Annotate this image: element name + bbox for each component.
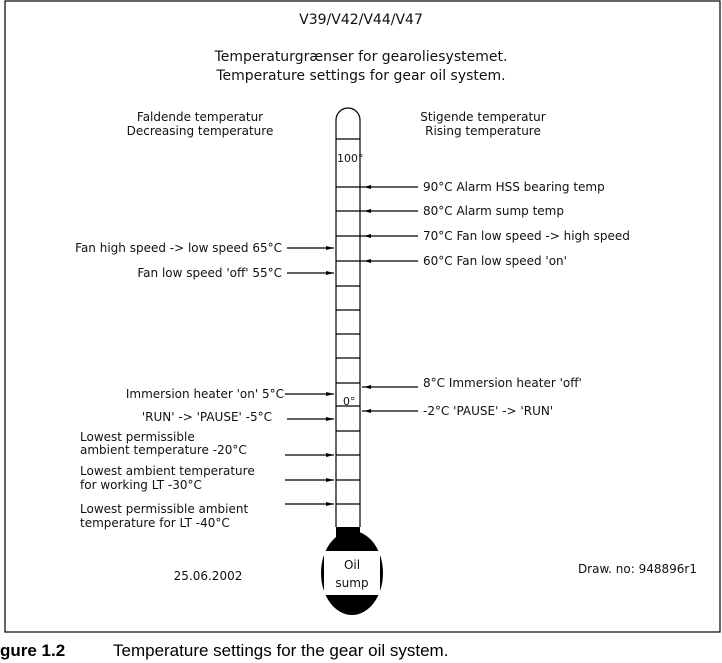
left-heading-danish: Faldende temperatur	[137, 110, 263, 124]
rising-item-8: 8°C Immersion heater 'off'	[362, 376, 582, 390]
drawing-number: Draw. no: 948896r1	[578, 562, 697, 576]
svg-text:Immersion heater 'on' 5°C: Immersion heater 'on' 5°C	[126, 387, 284, 401]
oil-sump-label-2: sump	[335, 576, 368, 590]
diagram-frame	[4, 0, 721, 633]
model-title: V39/V42/V44/V47	[299, 12, 423, 28]
svg-text:60°C Fan low speed 'on': 60°C Fan low speed 'on'	[423, 254, 567, 268]
decreasing-setpoints: Fan high speed -> low speed 65°C Fan low…	[75, 241, 334, 530]
svg-text:-2°C 'PAUSE' -> 'RUN': -2°C 'PAUSE' -> 'RUN'	[423, 404, 553, 418]
left-heading-english: Decreasing temperature	[127, 124, 274, 138]
svg-text:Fan low speed 'off' 55°C: Fan low speed 'off' 55°C	[137, 266, 282, 280]
svg-text:ambient temperature -20°C: ambient temperature -20°C	[80, 443, 247, 457]
svg-text:90°C Alarm HSS bearing temp: 90°C Alarm HSS bearing temp	[423, 180, 605, 194]
svg-text:for working LT -30°C: for working LT -30°C	[80, 478, 202, 492]
svg-text:Lowest permissible: Lowest permissible	[80, 430, 195, 444]
figure-number: gure 1.2	[0, 641, 65, 660]
decreasing-item-55: Fan low speed 'off' 55°C	[137, 266, 334, 280]
title-english: Temperature settings for gear oil system…	[215, 68, 505, 84]
svg-text:Lowest ambient temperature: Lowest ambient temperature	[80, 464, 255, 478]
decreasing-item-65: Fan high speed -> low speed 65°C	[75, 241, 334, 255]
rising-item-70: 70°C Fan low speed -> high speed	[360, 229, 630, 243]
right-heading-danish: Stigende temperatur	[420, 110, 545, 124]
rising-item-90: 90°C Alarm HSS bearing temp	[360, 180, 605, 194]
figure-caption: Temperature settings for the gear oil sy…	[113, 641, 448, 660]
drawing-date: 25.06.2002	[174, 569, 243, 583]
svg-text:80°C Alarm sump temp: 80°C Alarm sump temp	[423, 204, 564, 218]
svg-text:8°C Immersion heater 'off': 8°C Immersion heater 'off'	[423, 376, 582, 390]
decreasing-item-minus5: 'RUN' -> 'PAUSE' -5°C	[142, 410, 334, 424]
svg-text:70°C Fan low speed -> high spe: 70°C Fan low speed -> high speed	[423, 229, 630, 243]
rising-item-80: 80°C Alarm sump temp	[360, 204, 564, 218]
oil-sump-label-box	[324, 551, 380, 595]
title-danish: Temperaturgrænser for gearoliesystemet.	[214, 49, 508, 65]
decreasing-item-5: Immersion heater 'on' 5°C	[126, 387, 334, 401]
oil-sump-label-1: Oil	[344, 558, 360, 572]
svg-text:Fan high speed -> low speed 65: Fan high speed -> low speed 65°C	[75, 241, 282, 255]
rising-setpoints: 90°C Alarm HSS bearing temp 80°C Alarm s…	[360, 180, 630, 418]
label-100: 100°	[337, 152, 364, 165]
scale-ticks	[336, 138, 360, 505]
svg-text:temperature for LT -40°C: temperature for LT -40°C	[80, 516, 230, 530]
thermometer-tube	[335, 107, 361, 527]
right-heading-english: Rising temperature	[425, 124, 541, 138]
svg-text:'RUN' -> 'PAUSE' -5°C: 'RUN' -> 'PAUSE' -5°C	[142, 410, 272, 424]
rising-item-minus2: -2°C 'PAUSE' -> 'RUN'	[362, 404, 553, 418]
svg-text:Lowest permissible ambient: Lowest permissible ambient	[80, 502, 249, 516]
label-0: 0°	[343, 395, 356, 408]
rising-item-60: 60°C Fan low speed 'on'	[360, 254, 567, 268]
